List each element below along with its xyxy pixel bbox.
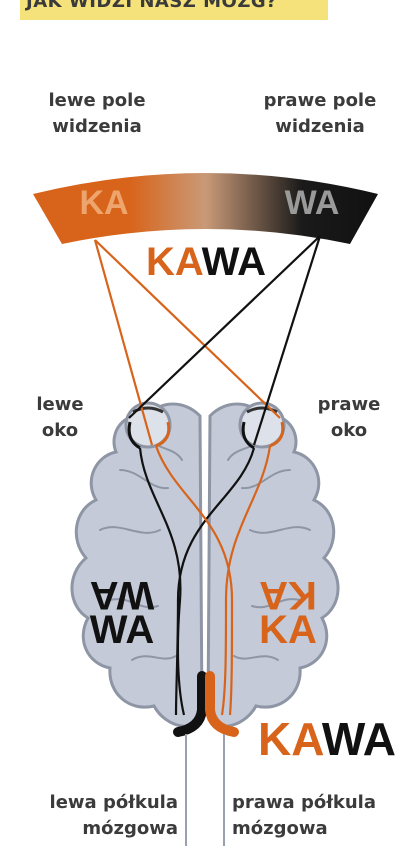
right-field-label-line2: widzenia xyxy=(275,116,365,137)
left-hemisphere-label-line1: lewa półkula xyxy=(49,792,178,813)
visual-field-arc xyxy=(33,173,378,244)
left-eye-label: lewe oko xyxy=(20,392,100,444)
center-word-ka: KA xyxy=(146,240,203,284)
right-brain-word: KA xyxy=(259,608,317,652)
orange-rays xyxy=(93,239,281,446)
page-title: JAK WIDZI NASZ MÓZG? xyxy=(26,0,278,12)
right-eye-retina-black xyxy=(241,421,255,450)
right-field-label: prawe pole widzenia xyxy=(240,88,400,140)
right-hemisphere-label-line2: mózgowa xyxy=(232,818,328,839)
arc-right-word: WA xyxy=(285,184,340,222)
left-eye-label-line1: lewe xyxy=(36,394,84,415)
result-word-wa: WA xyxy=(322,713,396,765)
header-highlight xyxy=(20,0,328,20)
right-eye-label-line1: prawe xyxy=(317,394,381,415)
left-brain-word-flipped: WA xyxy=(90,573,154,617)
result-word: KAWA xyxy=(258,713,396,765)
right-eye xyxy=(238,401,286,449)
left-hemisphere-label-line2: mózgowa xyxy=(82,818,178,839)
right-field-label-line1: prawe pole xyxy=(263,90,377,111)
left-hemisphere-label: lewa półkula mózgowa xyxy=(28,790,178,842)
result-word-ka: KA xyxy=(258,713,323,765)
right-hemisphere-label: prawa półkula mózgowa xyxy=(232,790,402,842)
center-word-wa: WA xyxy=(202,240,266,284)
left-eye-label-line2: oko xyxy=(41,420,79,441)
brain xyxy=(70,402,340,728)
right-bar xyxy=(205,671,239,737)
center-word: KAWA xyxy=(146,240,266,284)
right-eye-label: prawe oko xyxy=(304,392,394,444)
left-field-label: lewe pole widzenia xyxy=(22,88,172,140)
left-brain-word: WA xyxy=(90,608,154,652)
right-brain-word-flipped: KA xyxy=(259,573,317,617)
left-field-label-line1: lewe pole xyxy=(48,90,146,111)
left-bar xyxy=(173,671,207,737)
right-hemisphere-label-line1: prawa półkula xyxy=(232,792,376,813)
black-rays xyxy=(128,235,322,446)
left-field-label-line2: widzenia xyxy=(52,116,142,137)
arc-left-word: KA xyxy=(79,184,128,222)
brain-folds xyxy=(99,439,311,661)
right-eye-label-line2: oko xyxy=(330,420,368,441)
nerve-paths xyxy=(138,445,272,716)
right-eye-retina-orange xyxy=(269,421,285,448)
left-eye-retina-black xyxy=(127,421,141,450)
left-eye-retina-orange xyxy=(155,421,171,448)
